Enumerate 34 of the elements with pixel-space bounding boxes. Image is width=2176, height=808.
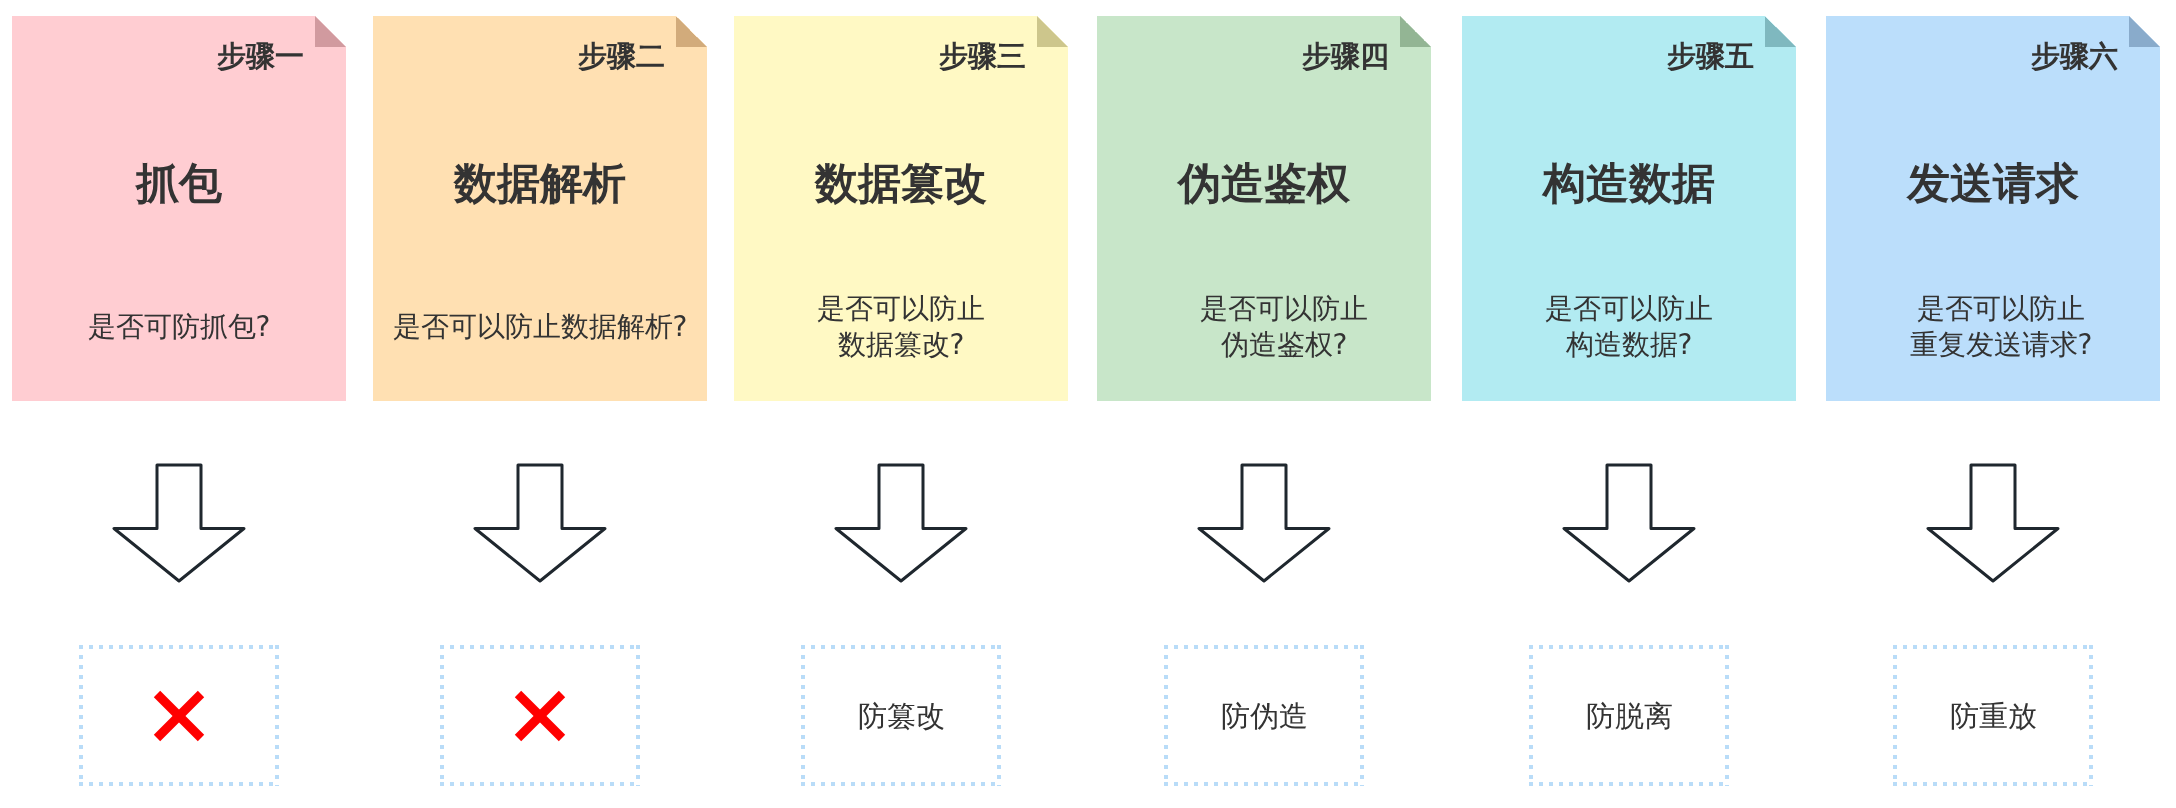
step-title: 数据解析 bbox=[454, 158, 626, 210]
step-label: 步骤二 bbox=[578, 38, 665, 74]
result-label: 防篡改 bbox=[857, 698, 945, 733]
step-label: 步骤三 bbox=[939, 38, 1026, 74]
note-card bbox=[1097, 16, 1431, 401]
step-title: 数据篡改 bbox=[815, 158, 987, 210]
block-arrow bbox=[1926, 463, 2060, 583]
note-card bbox=[734, 16, 1068, 401]
note-card bbox=[12, 16, 346, 401]
result-label: 防脱离 bbox=[1585, 698, 1673, 733]
block-arrow bbox=[1197, 463, 1331, 583]
question-text: 是否可以防止数据篡改? bbox=[816, 291, 986, 363]
step-title: 发送请求 bbox=[1907, 158, 2079, 210]
step-title: 伪造鉴权 bbox=[1178, 158, 1350, 210]
question-text: 是否可以防止数据解析? bbox=[392, 309, 688, 345]
note-card bbox=[373, 16, 707, 401]
block-arrow bbox=[473, 463, 607, 583]
question-text: 是否可防抓包? bbox=[87, 309, 271, 345]
step-label: 步骤五 bbox=[1667, 38, 1754, 74]
block-arrow bbox=[112, 463, 246, 583]
block-arrow bbox=[834, 463, 968, 583]
step-label: 步骤四 bbox=[1302, 38, 1389, 74]
note-card bbox=[1462, 16, 1796, 401]
question-text: 是否可以防止重复发送请求? bbox=[1908, 291, 2094, 363]
question-text: 是否可以防止构造数据? bbox=[1544, 291, 1714, 363]
step-title: 抓包 bbox=[136, 158, 222, 210]
step-label: 步骤一 bbox=[217, 38, 304, 74]
result-label: 防重放 bbox=[1949, 698, 2037, 733]
step-label: 步骤六 bbox=[2031, 38, 2118, 74]
step-title: 构造数据 bbox=[1543, 158, 1715, 210]
note-card bbox=[1826, 16, 2160, 401]
block-arrow bbox=[1562, 463, 1696, 583]
result-label: 防伪造 bbox=[1220, 698, 1308, 733]
question-text: 是否可以防止伪造鉴权? bbox=[1199, 291, 1369, 363]
